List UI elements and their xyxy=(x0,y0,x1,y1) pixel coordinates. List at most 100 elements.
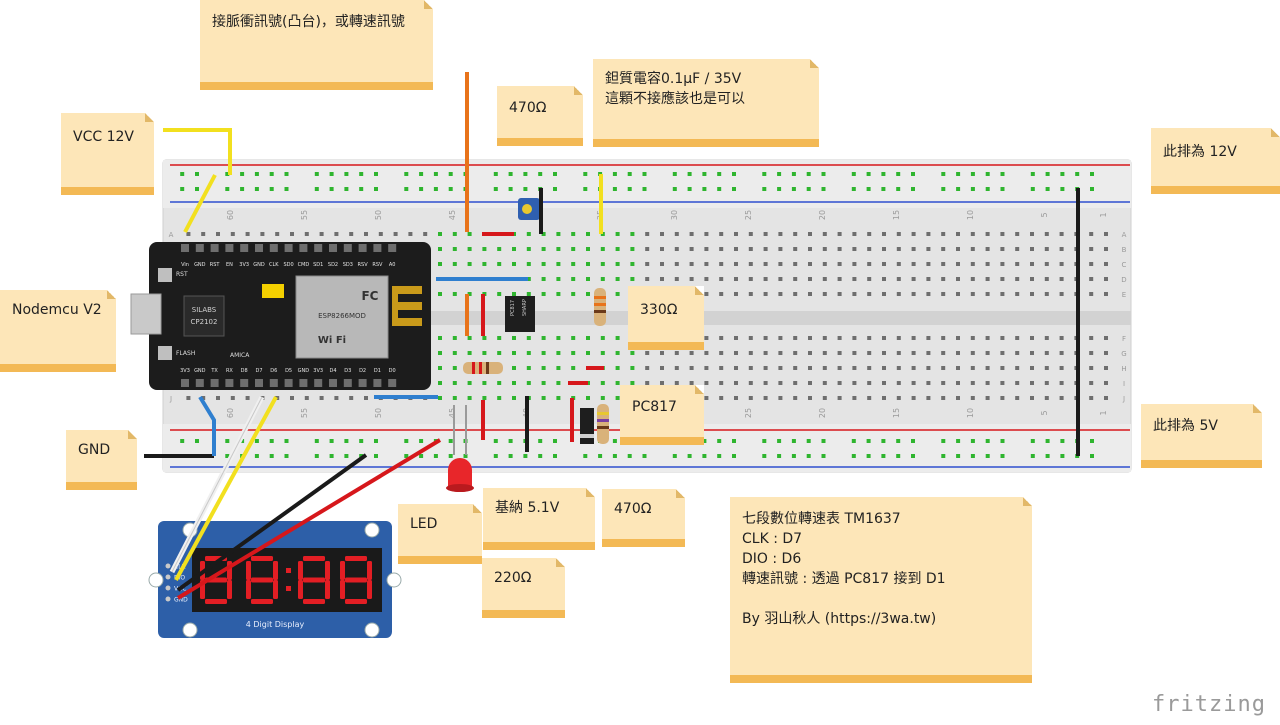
breadboard-hole xyxy=(541,396,546,400)
pin-label-bottom: D5 xyxy=(285,368,292,374)
note-info-line-2: CLK : D7 xyxy=(742,531,803,547)
breadboard-hole xyxy=(245,232,250,236)
breadboard-hole xyxy=(985,336,990,340)
breadboard-hole xyxy=(808,396,812,400)
breadboard-hole xyxy=(660,262,664,266)
wire-display-gnd-black xyxy=(176,453,368,592)
breadboard-hole xyxy=(216,232,220,236)
breadboard-hole xyxy=(1015,366,1020,370)
note-gnd-text: GND xyxy=(78,442,111,458)
breadboard-hole xyxy=(467,381,472,385)
rail-hole xyxy=(881,187,886,191)
cp2102-chip xyxy=(183,295,225,337)
header-pin xyxy=(255,379,263,387)
breadboard-hole xyxy=(586,336,590,340)
nodemcu-board: SILABS CP2102 ESP8266MOD Wi Fi FC RST FL… xyxy=(130,242,431,390)
breadboard-hole xyxy=(941,351,946,355)
note-fold xyxy=(695,385,704,394)
breadboard-hole xyxy=(512,366,516,370)
breadboard-hole xyxy=(911,396,916,400)
breadboard-hole xyxy=(1059,336,1064,340)
breadboard-hole xyxy=(1089,351,1094,355)
breadboard-hole xyxy=(822,262,827,266)
breadboard-hole xyxy=(1104,292,1108,296)
rail-hole xyxy=(1000,187,1005,191)
column-number: 10 xyxy=(966,408,975,418)
digit-segment xyxy=(303,599,325,604)
breadboard-hole xyxy=(882,277,886,281)
breadboard-hole xyxy=(1044,396,1049,400)
pin-label-bottom: 3V3 xyxy=(180,368,190,374)
column-number: 55 xyxy=(300,408,309,418)
breadboard-hole xyxy=(482,262,487,266)
rail-hole xyxy=(896,454,901,458)
breadboard-hole xyxy=(245,396,250,400)
breadboard-hole xyxy=(600,336,605,340)
breadboard-hole xyxy=(452,366,457,370)
rail-hole xyxy=(538,172,543,176)
rst-button[interactable] xyxy=(158,268,172,282)
breadboard-hole xyxy=(763,381,768,385)
rail-hole xyxy=(374,187,378,191)
rail-hole xyxy=(329,454,334,458)
pin-label-top: CLK xyxy=(269,262,279,268)
rail-hole xyxy=(448,187,453,191)
note-info-line-6: By 羽山秋人 (https://3wa.tw) xyxy=(742,611,937,627)
breadboard-hole xyxy=(793,396,798,400)
breadboard-hole xyxy=(985,351,990,355)
rail-hole xyxy=(553,439,557,443)
rail-hole xyxy=(702,172,707,176)
breadboard-hole xyxy=(1089,366,1094,370)
breadboard-hole xyxy=(497,247,502,251)
breadboard-hole xyxy=(911,336,916,340)
rail-hole xyxy=(985,439,990,443)
note-capacitor-line-1: 鉭質電容0.1µF / 35V xyxy=(605,71,742,87)
rail-hole xyxy=(762,454,767,458)
breadboard-hole xyxy=(719,336,724,340)
pin-label-top: Vin xyxy=(181,262,189,268)
breadboard-hole xyxy=(852,381,857,385)
breadboard-hole xyxy=(1044,232,1049,236)
resistor-330-band2 xyxy=(594,303,606,306)
flash-button[interactable] xyxy=(158,346,172,360)
breadboard-hole xyxy=(852,232,857,236)
breadboard-hole xyxy=(600,381,605,385)
breadboard-hole xyxy=(941,396,946,400)
breadboard-hole xyxy=(600,277,605,281)
breadboard-hole xyxy=(600,351,605,355)
breadboard-hole xyxy=(926,351,931,355)
breadboard-hole xyxy=(630,366,635,370)
breadboard-hole xyxy=(1104,366,1108,370)
breadboard-hole xyxy=(748,366,753,370)
header-pin xyxy=(373,244,382,252)
pin-label-bottom: GND xyxy=(194,368,206,374)
breadboard-hole xyxy=(867,396,872,400)
breadboard-hole xyxy=(926,336,931,340)
breadboard-hole xyxy=(837,232,842,236)
breadboard-hole xyxy=(1015,336,1020,340)
breadboard-hole xyxy=(970,262,975,266)
breadboard-hole xyxy=(778,292,783,296)
header-pin xyxy=(314,244,323,252)
column-number: 15 xyxy=(892,210,901,220)
rail-hole xyxy=(791,172,796,176)
breadboard-hole xyxy=(896,292,901,296)
breadboard-hole xyxy=(867,277,872,281)
header-pin xyxy=(329,379,337,387)
rail-hole xyxy=(732,439,736,443)
breadboard-hole xyxy=(941,381,946,385)
header-pin xyxy=(388,244,397,252)
breadboard-hole xyxy=(970,336,975,340)
rail-hole xyxy=(284,172,289,176)
note-rail12: 此排為 12V xyxy=(1151,128,1280,194)
rail-hole xyxy=(269,454,274,458)
breadboard-hole xyxy=(1015,351,1020,355)
rail-hole xyxy=(1000,439,1005,443)
column-number: 5 xyxy=(1040,212,1049,217)
breadboard-hole xyxy=(1059,277,1064,281)
rail-hole xyxy=(523,187,528,191)
breadboard-hole xyxy=(438,381,442,385)
rail-hole xyxy=(433,454,438,458)
breadboard-hole xyxy=(645,232,650,236)
